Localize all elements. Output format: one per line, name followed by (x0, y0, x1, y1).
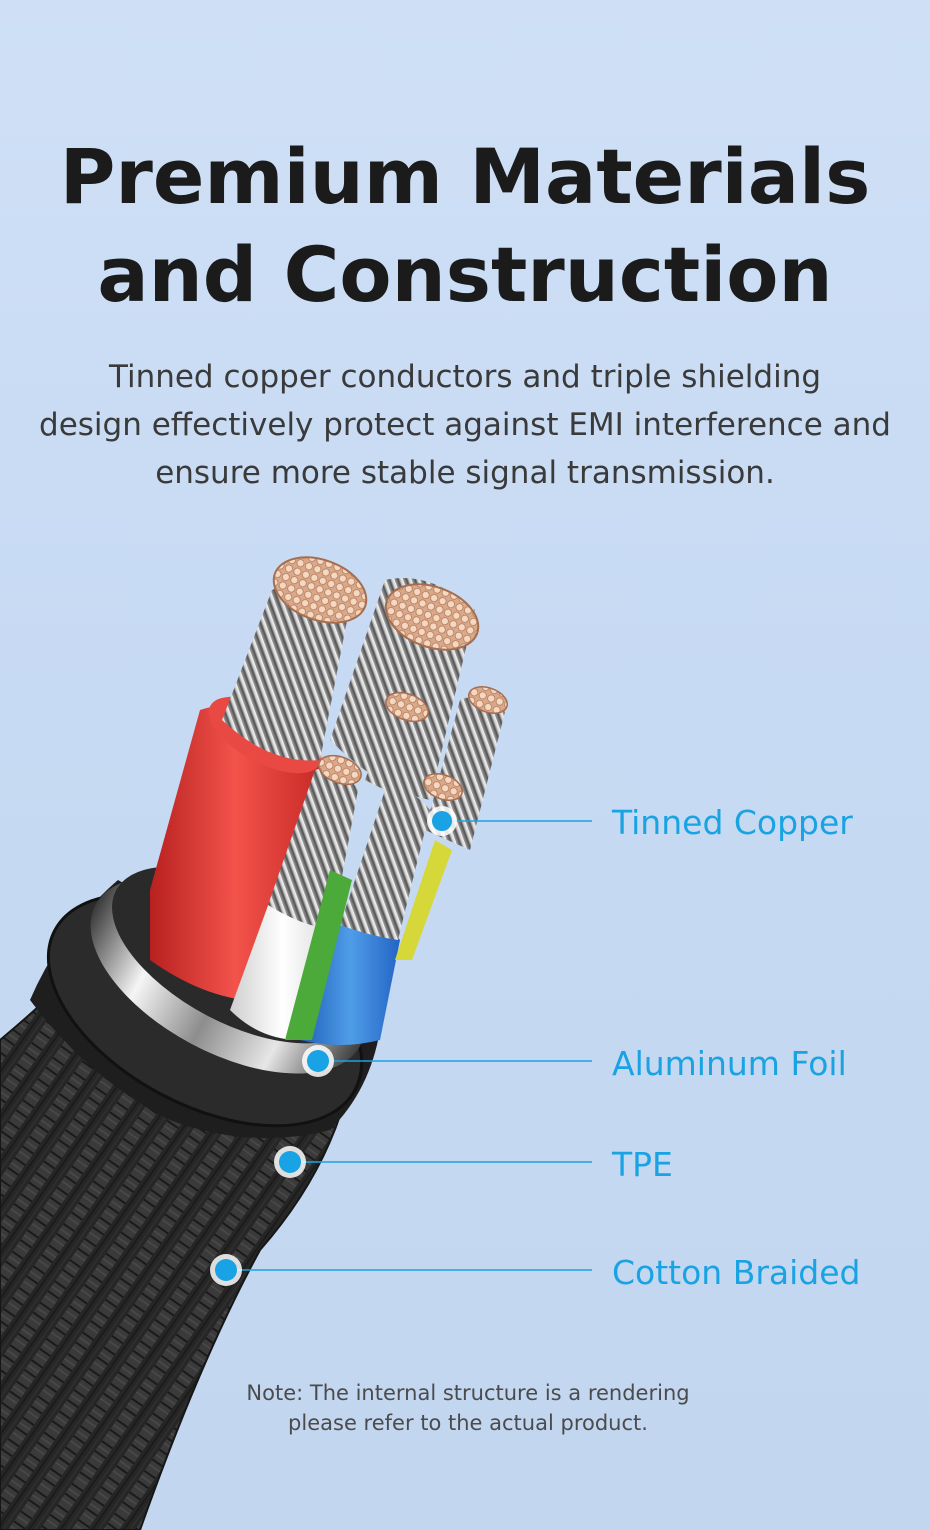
callout-label-tpe: TPE (612, 1145, 673, 1184)
conductor-tips (272, 556, 508, 801)
cable-cross-section-illustration (0, 556, 592, 1530)
page-subtitle: Tinned copper conductors and triple shie… (20, 353, 910, 497)
title-line-2: and Construction (97, 230, 833, 319)
callout-label-aluminum-foil: Aluminum Foil (612, 1044, 847, 1083)
callout-label-cotton-braided: Cotton Braided (612, 1253, 861, 1292)
disclaimer-note: Note: The internal structure is a render… (0, 1378, 930, 1438)
callout-dots (210, 806, 457, 1286)
note-line-1: Note: The internal structure is a render… (246, 1381, 690, 1405)
subtitle-line-2: design effectively protect against EMI i… (39, 407, 891, 443)
title-line-1: Premium Materials (59, 132, 871, 221)
callout-label-tinned-copper: Tinned Copper (612, 803, 853, 842)
subtitle-line-3: ensure more stable signal transmission. (155, 455, 775, 491)
subtitle-line-1: Tinned copper conductors and triple shie… (108, 359, 822, 395)
note-line-2: please refer to the actual product. (288, 1411, 648, 1435)
page-title: Premium Materials and Construction (0, 128, 930, 324)
callout-lines (226, 820, 592, 1271)
